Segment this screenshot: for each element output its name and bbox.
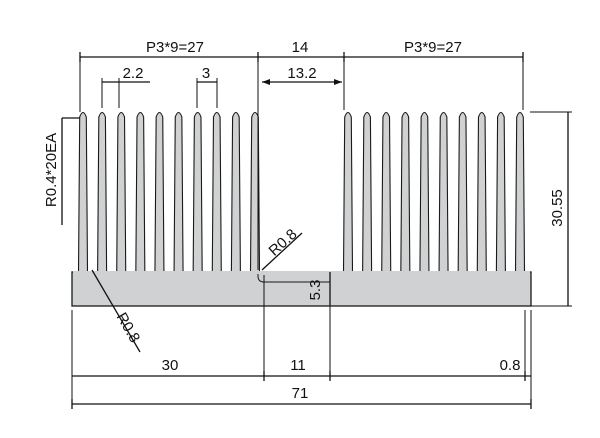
edge-offset-label: 0.8 [500,357,521,374]
fin-pitch-label: 3 [202,65,210,82]
dimension-lines [61,52,572,409]
fin [495,111,506,273]
center-gap-label: 14 [292,39,309,56]
fin [342,111,354,273]
overall-width-label: 71 [292,385,309,402]
fin [230,111,241,273]
arrowhead [334,79,342,85]
fin [381,111,392,273]
fin [154,111,165,273]
fin-height-label: 30.55 [549,189,566,227]
channel-radius-leader [261,232,303,271]
fin [192,111,203,273]
arrowhead [262,79,270,85]
pitch-right-label: P3*9=27 [404,39,462,56]
base-thickness-label: 5.3 [307,280,324,301]
base-radius-label: R0.8 [113,310,144,346]
base-fin-joint [73,271,530,274]
channel-radius-label: R0.8 [266,226,301,260]
fin [419,111,430,273]
channel-width-label: 13.2 [287,65,316,82]
heatsink-profile [71,111,532,307]
fin [211,111,222,273]
fin [116,111,127,273]
fin [362,111,373,273]
dimension-labels: P3*9=27 14 P3*9=27 2.2 3 13.2 R0.4*20EA … [43,39,566,402]
fin [438,111,449,273]
fin [97,111,108,273]
fin-root-spacing-label: 2.2 [123,65,144,82]
pitch-left-label: P3*9=27 [146,39,204,56]
offset-left-label: 30 [162,357,179,374]
center-width-label: 11 [290,357,306,374]
heatsink-base [71,271,532,307]
base-radius-leader [91,269,141,353]
fin [77,111,89,273]
fin [400,111,411,273]
fin [514,111,526,273]
fin [173,111,184,273]
fin-radius-count-label: R0.4*20EA [43,133,60,207]
fin [457,111,468,273]
fin [135,111,146,273]
fin [476,111,487,273]
